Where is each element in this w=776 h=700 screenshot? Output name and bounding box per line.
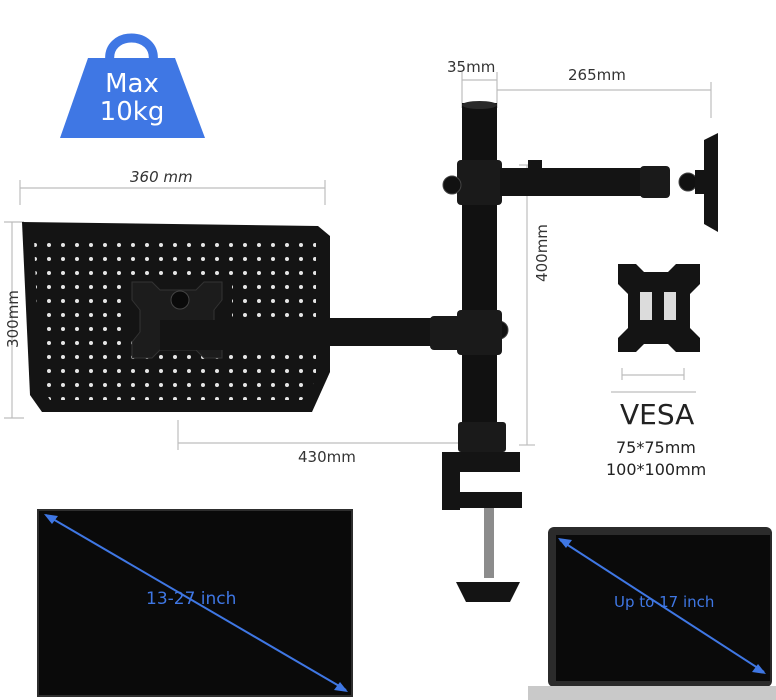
pole-diameter-label: 35mm [447,58,496,76]
weight-badge-icon [60,33,205,138]
laptop-size-label: Up to 17 inch [614,593,715,611]
weight-badge-line1: Max [105,69,159,99]
mounting-pole [442,101,502,435]
laptop-icon [528,527,776,700]
tray-arm [160,316,509,350]
monitor-icon [37,509,353,697]
vesa-plate-icon [618,264,700,352]
monitor-arm-length-label: 265mm [568,66,626,84]
vesa-title: VESA [620,398,695,431]
tray-arm-length-label: 430mm [298,448,356,466]
weight-badge: Max 10kg [62,70,202,126]
tray-depth-label: 300mm [4,290,22,348]
desk-clamp [442,422,522,602]
tray-width-label: 360 mm [130,168,193,186]
pole-height-label: 400mm [533,224,551,282]
weight-badge-line2: 10kg [99,97,165,127]
vesa-size-small: 75*75mm [616,438,696,457]
monitor-size-label: 13-27 inch [146,589,237,609]
vesa-size-large: 100*100mm [606,460,707,479]
monitor-arm [500,133,718,232]
dimension-lines [4,72,712,450]
